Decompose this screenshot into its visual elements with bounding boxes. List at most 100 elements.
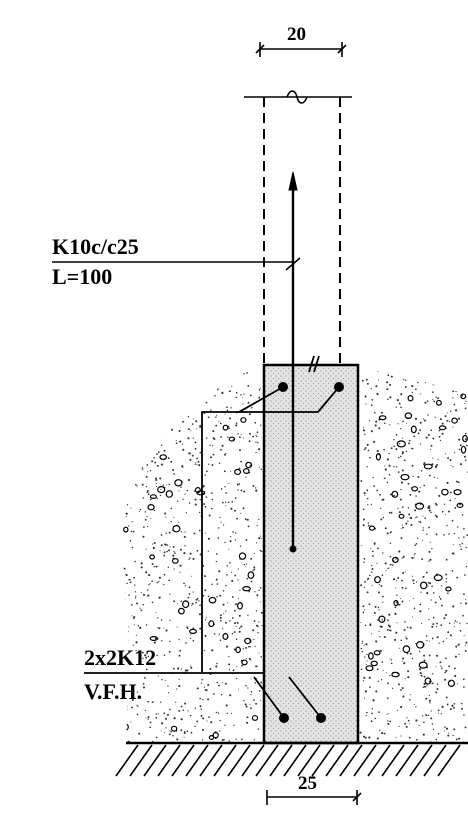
soil-speck <box>160 444 163 447</box>
soil-speck <box>187 596 190 599</box>
soil-speck <box>192 557 195 560</box>
soil-speck <box>189 714 192 717</box>
soil-speck <box>452 397 454 399</box>
soil-speck <box>164 512 167 515</box>
soil-speck <box>166 379 168 382</box>
soil-speck <box>449 459 452 461</box>
soil-speck <box>445 657 447 660</box>
soil-stone <box>393 599 399 607</box>
soil-speck <box>179 564 182 567</box>
soil-speck <box>374 541 376 544</box>
soil-speck <box>435 533 437 535</box>
soil-speck <box>363 492 366 495</box>
soil-speck <box>172 469 174 471</box>
soil-speck <box>121 423 123 425</box>
soil-speck <box>427 506 429 509</box>
soil-speck <box>414 544 417 547</box>
soil-stone <box>171 376 178 384</box>
soil-speck <box>163 551 166 554</box>
soil-speck <box>405 371 408 373</box>
soil-speck <box>165 416 168 419</box>
soil-speck <box>194 441 197 444</box>
soil-speck <box>393 445 396 448</box>
soil-speck <box>366 382 369 385</box>
soil-speck <box>220 436 222 438</box>
soil-speck <box>255 489 258 492</box>
soil-speck <box>167 418 170 421</box>
soil-speck <box>174 379 177 381</box>
soil-speck <box>396 580 398 582</box>
soil-speck <box>212 453 215 456</box>
soil-speck <box>377 606 380 609</box>
soil-speck <box>431 637 434 640</box>
soil-speck <box>247 384 250 387</box>
soil-speck <box>181 443 184 445</box>
soil-speck <box>402 555 405 558</box>
soil-speck <box>192 389 194 391</box>
soil-speck <box>463 593 465 595</box>
soil-speck <box>422 527 424 529</box>
soil-speck <box>235 424 238 427</box>
soil-speck <box>205 635 207 637</box>
soil-speck <box>229 417 231 420</box>
soil-stone <box>407 395 414 402</box>
soil-speck <box>201 678 203 681</box>
soil-speck <box>410 523 413 527</box>
soil-speck <box>438 642 440 644</box>
soil-speck <box>185 512 187 514</box>
soil-speck <box>255 542 258 544</box>
soil-speck <box>435 666 437 668</box>
soil-speck <box>122 591 125 594</box>
soil-speck <box>368 736 371 739</box>
soil-speck <box>137 705 139 707</box>
soil-speck <box>124 494 127 497</box>
soil-speck <box>454 667 456 670</box>
stirrup-tie <box>201 355 340 672</box>
soil-speck <box>409 493 412 496</box>
soil-speck <box>151 563 154 566</box>
soil-speck <box>385 671 387 674</box>
soil-speck <box>366 497 369 500</box>
soil-speck <box>123 598 126 601</box>
soil-speck <box>175 364 177 366</box>
soil-speck <box>153 509 156 512</box>
soil-speck <box>398 683 400 686</box>
soil-speck <box>429 449 432 451</box>
soil-speck <box>423 675 426 678</box>
soil-speck <box>178 384 181 387</box>
soil-speck <box>404 385 407 388</box>
soil-speck <box>229 373 231 375</box>
soil-speck <box>151 404 153 406</box>
soil-speck <box>380 584 383 587</box>
soil-speck <box>174 474 176 476</box>
soil-speck <box>199 697 202 700</box>
soil-speck <box>246 518 249 521</box>
soil-speck <box>431 548 433 550</box>
soil-speck <box>199 424 202 427</box>
soil-speck <box>184 375 187 378</box>
soil-speck <box>411 447 413 450</box>
soil-speck <box>210 456 212 459</box>
soil-speck <box>157 391 159 394</box>
soil-stone <box>424 677 432 685</box>
soil-speck <box>428 699 431 702</box>
soil-speck <box>207 550 209 552</box>
soil-speck <box>379 493 381 496</box>
soil-speck <box>407 676 410 679</box>
soil-stone <box>208 596 217 604</box>
soil-speck <box>397 507 399 509</box>
soil-speck <box>390 493 392 496</box>
soil-speck <box>200 682 203 684</box>
soil-speck <box>460 548 463 550</box>
soil-speck <box>160 730 162 732</box>
soil-speck <box>396 594 398 596</box>
soil-speck <box>207 698 210 701</box>
soil-speck <box>405 587 407 590</box>
soil-speck <box>131 706 134 709</box>
soil-speck <box>247 401 250 404</box>
soil-speck <box>374 605 377 608</box>
soil-speck <box>402 378 405 380</box>
soil-speck <box>218 570 221 573</box>
soil-speck <box>450 378 453 381</box>
soil-speck <box>379 729 381 732</box>
